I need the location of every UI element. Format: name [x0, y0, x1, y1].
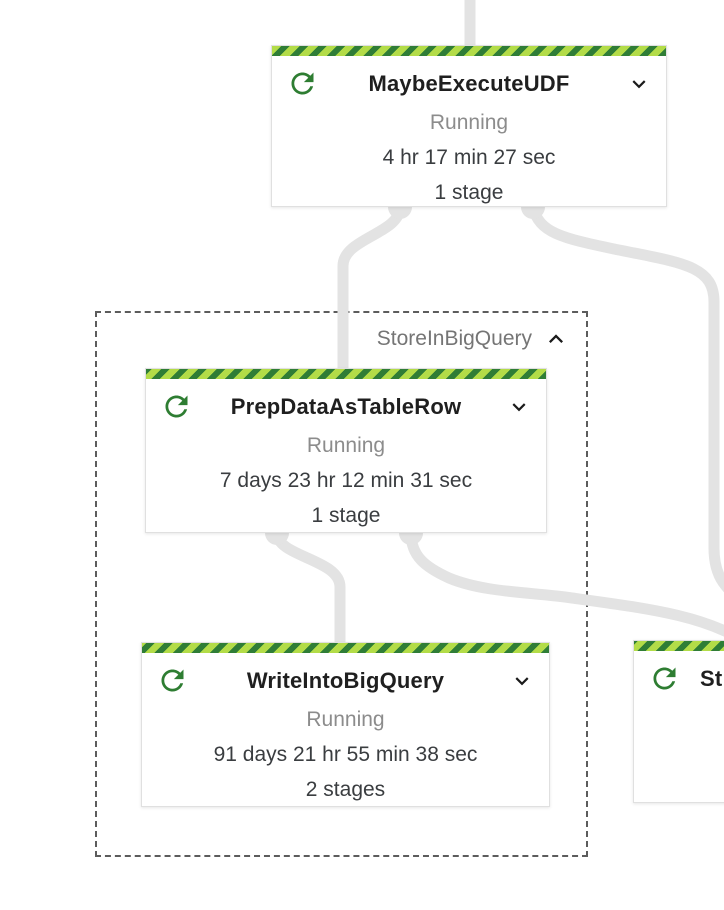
chevron-down-icon[interactable]: [506, 394, 532, 420]
running-spinner-icon: [165, 395, 188, 418]
step-status: Running: [306, 708, 385, 731]
running-progress-stripe-bar: [272, 46, 666, 56]
composite-group-header: StoreInBigQuery: [300, 322, 570, 356]
step-status: Running: [306, 434, 386, 457]
step-stage-count: 1 stage: [434, 181, 504, 204]
step-stage-count: 2 stages: [305, 778, 386, 801]
running-progress-stripe-bar: [142, 643, 549, 653]
step-title: St: [700, 666, 723, 691]
step-stage-count: [634, 770, 724, 805]
step-node-prepdataastablerow[interactable]: PrepDataAsTableRow Running 7 days 23 hr …: [145, 368, 547, 533]
step-duration: 7 days 23 hr 12 min 31 sec: [219, 469, 473, 492]
running-progress-stripe-bar: [146, 369, 546, 379]
running-progress-stripe-bar: [634, 641, 724, 651]
step-title: MaybeExecuteUDF: [368, 71, 570, 96]
edge-prepdata-to-right-node: [405, 532, 724, 637]
step-node-partial-right[interactable]: St: [633, 640, 724, 803]
step-status: Running: [429, 111, 509, 134]
edge-prepdata-to-writeinto: [271, 531, 346, 648]
running-spinner-icon: [161, 669, 184, 692]
step-title: PrepDataAsTableRow: [230, 394, 462, 419]
step-node-writeintobigquery[interactable]: WriteIntoBigQuery Running 91 days 21 hr …: [141, 642, 550, 807]
edge-maybeexecuteudf-to-right-node: [527, 205, 724, 593]
running-spinner-icon: [653, 667, 676, 690]
step-title: WriteIntoBigQuery: [246, 668, 445, 693]
step-duration: [634, 735, 724, 770]
step-duration: 4 hr 17 min 27 sec: [382, 146, 556, 169]
chevron-up-icon[interactable]: [542, 325, 570, 353]
step-stage-count: 1 stage: [311, 504, 381, 527]
step-status: [634, 700, 724, 735]
chevron-down-icon[interactable]: [509, 668, 535, 694]
step-node-maybeexecuteudf[interactable]: MaybeExecuteUDF Running 4 hr 17 min 27 s…: [271, 45, 667, 207]
step-duration: 91 days 21 hr 55 min 38 sec: [213, 743, 478, 766]
running-spinner-icon: [291, 72, 314, 95]
composite-group-label: StoreInBigQuery: [376, 327, 532, 350]
chevron-down-icon[interactable]: [626, 71, 652, 97]
